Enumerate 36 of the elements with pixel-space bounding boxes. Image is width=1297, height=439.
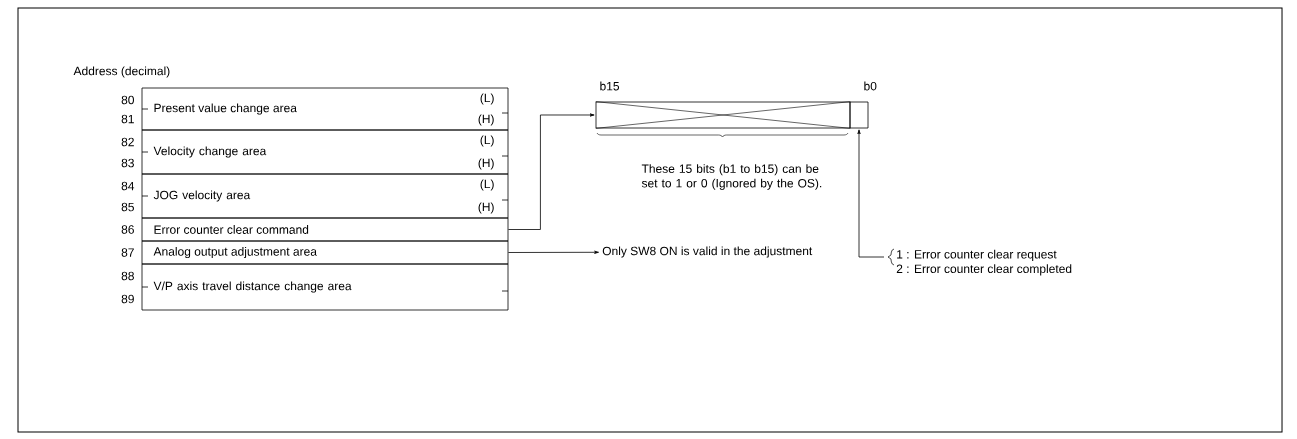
arrow xyxy=(857,129,885,258)
address-number: 82 xyxy=(121,137,134,147)
arrow xyxy=(508,113,595,230)
address-number: 80 xyxy=(121,95,134,105)
address-number: 86 xyxy=(121,225,134,234)
node-label: (H) xyxy=(478,158,494,170)
bits-note: These 15 bits (b1 to b15) can be set to 1 or 0 (Ignored by the OS). xyxy=(641,164,822,190)
table-row: V/P axis travel distance change area xyxy=(141,263,509,311)
note-text: Only SW8 ON is valid in the adjustment xyxy=(602,246,813,258)
bit-box xyxy=(849,101,869,129)
address-number: 83 xyxy=(121,158,134,168)
address-number: 81 xyxy=(121,114,134,124)
bit-label: b0 xyxy=(864,81,877,91)
address-number: 89 xyxy=(121,294,134,304)
arrow xyxy=(508,250,599,254)
value-description: 1 : Error counter clear request 2 : Error counter clear completed xyxy=(887,248,1072,276)
node-label: (L) xyxy=(480,179,494,191)
node-label: JOG velocity area xyxy=(153,190,251,202)
node-label: (H) xyxy=(478,114,494,126)
address-number: 85 xyxy=(121,202,134,212)
node-label: (H) xyxy=(478,202,494,214)
table-row: JOG velocity area (L) (H) xyxy=(141,173,509,219)
address-number: 84 xyxy=(121,181,135,191)
node-label: (L) xyxy=(480,93,494,105)
address-number: 87 xyxy=(121,248,134,257)
node-label: (L) xyxy=(480,135,494,147)
bit-label: b15 xyxy=(600,81,620,91)
node-label: Present value change area xyxy=(154,103,297,115)
address-heading: Address (decimal) xyxy=(73,66,170,78)
address-number: 88 xyxy=(121,271,134,281)
table-row: Error counter clear command xyxy=(141,217,509,242)
table-row: Present value change area (L) (H) xyxy=(141,87,509,131)
crossed-bit-field xyxy=(595,101,851,129)
table-row: Analog output adjustment area xyxy=(141,240,509,265)
node-label: Velocity change area xyxy=(153,146,267,158)
table-row: Velocity change area (L) (H) xyxy=(141,129,509,175)
